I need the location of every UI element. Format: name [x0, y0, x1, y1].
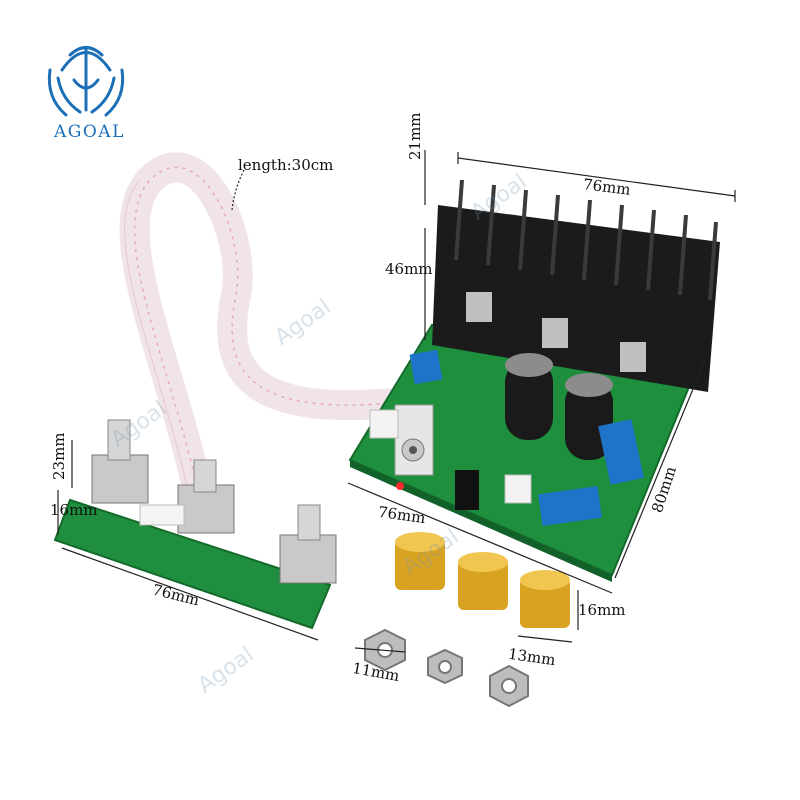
- speaker-terminal-right: [598, 419, 644, 485]
- board-height-label: 46mm: [385, 260, 433, 278]
- brand-name: AGOAL: [54, 122, 125, 142]
- knob-height-label: 16mm: [578, 601, 626, 619]
- amplifier-board: [348, 179, 720, 582]
- pot-board-height-label: 16mm: [50, 501, 98, 519]
- heatsink-height-label: 21mm: [406, 112, 424, 160]
- potentiometer: [91, 419, 337, 584]
- agoal-logo-icon: [47, 46, 125, 117]
- dimension-lines: [57, 150, 736, 653]
- rca-jack: [394, 404, 434, 490]
- heatsink: [432, 179, 720, 392]
- ribbon-cable: [119, 152, 435, 515]
- tone-control-board: [53, 419, 337, 630]
- pot-height-label: 23mm: [50, 432, 68, 480]
- input-terminal: [409, 349, 443, 385]
- capacitors: [505, 353, 613, 460]
- hex-nuts: [364, 628, 529, 708]
- cable-length-label: length:30cm: [238, 156, 334, 174]
- speaker-terminal-bottom: [538, 485, 602, 527]
- knobs: [395, 532, 570, 628]
